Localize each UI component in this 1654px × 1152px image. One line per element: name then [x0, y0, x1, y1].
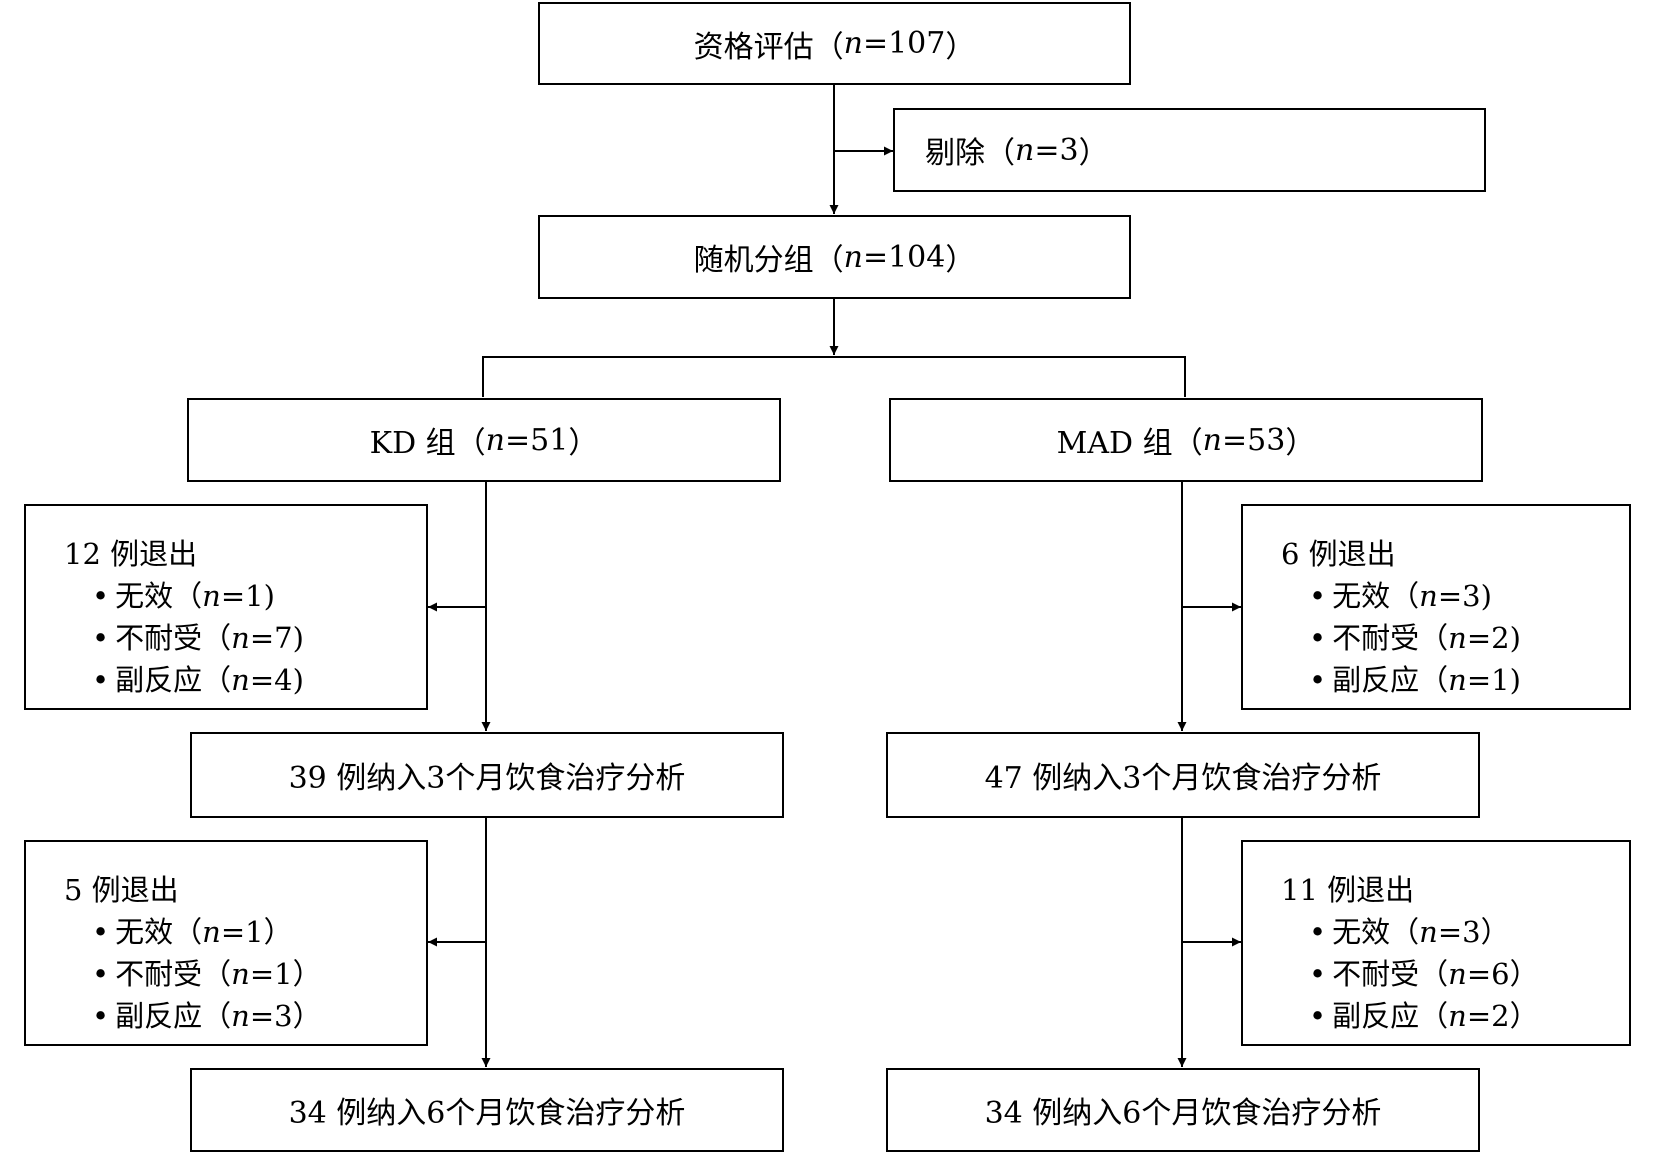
- reason-n: 2: [1491, 621, 1510, 655]
- randomized-label: 随机分组: [693, 243, 814, 278]
- reason-n: 3: [1462, 915, 1481, 949]
- mad-analysis-3m-label: 47 例纳入3个月饮食治疗分析: [984, 761, 1382, 796]
- kd-analysis-3m-label: 39 例纳入3个月饮食治疗分析: [288, 761, 686, 796]
- list-item: 副反应（n=4): [92, 660, 426, 702]
- reason-label: 无效: [115, 579, 174, 613]
- list-item: 无效（n=3): [1309, 576, 1629, 618]
- mad-withdrawal-3m-box: 6 例退出 无效（n=3) 不耐受（n=2) 副反应（n=1): [1241, 504, 1631, 710]
- kd-withdrawal-6m-title: 5 例退出: [64, 873, 179, 907]
- reason-label: 无效: [1332, 915, 1391, 949]
- mad-withdrawal-6m-title: 11 例退出: [1281, 873, 1415, 907]
- excluded-n: 3: [1059, 132, 1079, 168]
- reason-label: 无效: [115, 915, 174, 949]
- reason-label: 不耐受: [115, 621, 203, 655]
- list-item: 不耐受（n=6）: [1309, 954, 1629, 996]
- reason-label: 副反应: [1332, 663, 1420, 697]
- mad-group-label: MAD 组: [1056, 426, 1173, 461]
- reason-n: 7: [274, 621, 293, 655]
- reason-n: 6: [1491, 957, 1510, 991]
- list-item: 无效（n=3）: [1309, 912, 1629, 954]
- mad-withdrawal-3m-title: 6 例退出: [1281, 537, 1396, 571]
- randomized-n: 104: [888, 239, 946, 275]
- reason-n: 2: [1491, 999, 1510, 1033]
- mad-analysis-6m-box: 34 例纳入6个月饮食治疗分析: [886, 1068, 1480, 1152]
- eligibility-n: 107: [888, 26, 946, 61]
- mad-group-n: 53: [1247, 422, 1286, 458]
- kd-analysis-3m-box: 39 例纳入3个月饮食治疗分析: [190, 732, 784, 818]
- reason-n: 4: [274, 663, 293, 697]
- reason-label: 副反应: [1332, 999, 1420, 1033]
- kd-withdrawal-6m-box: 5 例退出 无效（n=1） 不耐受（n=1） 副反应（n=3）: [24, 840, 428, 1046]
- reason-label: 副反应: [115, 663, 203, 697]
- mad-analysis-6m-label: 34 例纳入6个月饮食治疗分析: [984, 1096, 1382, 1131]
- list-item: 不耐受（n=1）: [92, 954, 426, 996]
- list-item: 不耐受（n=2): [1309, 618, 1629, 660]
- reason-n: 3: [1462, 579, 1481, 613]
- split-line: [482, 356, 1186, 397]
- mad-group-box: MAD 组（n=53）: [889, 398, 1483, 482]
- kd-withdrawal-3m-title: 12 例退出: [64, 537, 198, 571]
- kd-group-label: KD 组: [369, 426, 456, 461]
- reason-n: 1: [274, 957, 293, 991]
- kd-group-n: 51: [530, 422, 569, 458]
- list-item: 无效（n=1): [92, 576, 426, 618]
- reason-label: 无效: [1332, 579, 1391, 613]
- mad-analysis-3m-box: 47 例纳入3个月饮食治疗分析: [886, 732, 1480, 818]
- kd-analysis-6m-box: 34 例纳入6个月饮食治疗分析: [190, 1068, 784, 1152]
- eligibility-label: 资格评估: [693, 29, 814, 65]
- reason-n: 1: [245, 915, 264, 949]
- reason-label: 不耐受: [1332, 957, 1420, 991]
- list-item: 副反应（n=2）: [1309, 996, 1629, 1038]
- reason-n: 3: [274, 999, 293, 1033]
- randomized-box: 随机分组（n=104）: [538, 215, 1131, 299]
- reason-n: 1: [245, 579, 264, 613]
- reason-label: 副反应: [115, 999, 203, 1033]
- kd-analysis-6m-label: 34 例纳入6个月饮食治疗分析: [288, 1096, 686, 1131]
- reason-label: 不耐受: [115, 957, 203, 991]
- list-item: 副反应（n=1): [1309, 660, 1629, 702]
- mad-withdrawal-6m-box: 11 例退出 无效（n=3） 不耐受（n=6） 副反应（n=2）: [1241, 840, 1631, 1046]
- list-item: 不耐受（n=7): [92, 618, 426, 660]
- eligibility-box: 资格评估（n=107）: [538, 2, 1131, 85]
- list-item: 副反应（n=3）: [92, 996, 426, 1038]
- excluded-label: 剔除: [925, 136, 985, 171]
- kd-withdrawal-3m-box: 12 例退出 无效（n=1) 不耐受（n=7) 副反应（n=4): [24, 504, 428, 710]
- kd-group-box: KD 组（n=51）: [187, 398, 781, 482]
- reason-n: 1: [1491, 663, 1510, 697]
- list-item: 无效（n=1）: [92, 912, 426, 954]
- excluded-box: 剔除（n=3）: [893, 108, 1486, 192]
- reason-label: 不耐受: [1332, 621, 1420, 655]
